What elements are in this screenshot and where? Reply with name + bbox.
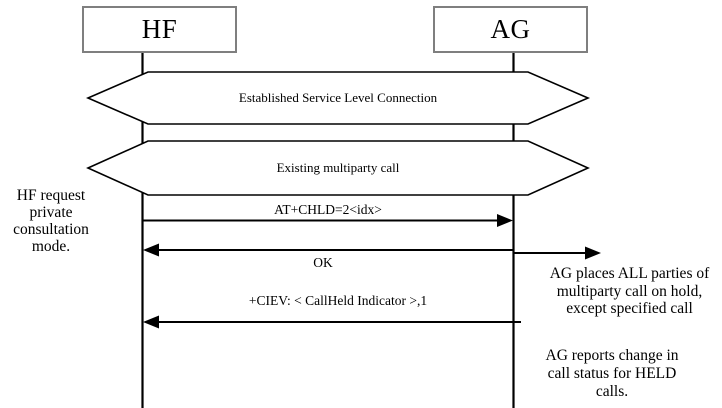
message-label-ok: OK xyxy=(313,255,333,270)
condition-hexagon-slc xyxy=(85,71,591,125)
note-line: private xyxy=(29,204,73,221)
actor-box-ag: AG xyxy=(433,6,588,53)
note-line: call status for HELD xyxy=(547,365,677,382)
note-line: AG reports change in xyxy=(545,347,679,364)
note-line: except specified call xyxy=(566,300,693,317)
actor-box-hf: HF xyxy=(82,6,237,53)
note-ag-hold: AG places ALL parties of multiparty call… xyxy=(537,265,722,318)
note-line: consultation xyxy=(13,221,89,238)
actor-label-hf: HF xyxy=(141,14,178,44)
note-line: multiparty call on hold, xyxy=(556,282,703,300)
note-line: HF request xyxy=(16,187,86,204)
condition-label-slc: Established Service Level Connection xyxy=(238,90,438,105)
note-line: mode. xyxy=(31,238,71,255)
note-hf-request: HF request private consultation mode. xyxy=(0,187,102,255)
message-arrow-ok xyxy=(143,243,513,257)
annotation-arrow-hold xyxy=(514,246,601,260)
message-label-ciev: +CIEV: < CallHeld Indicator >,1 xyxy=(248,293,428,308)
note-line: AG places ALL parties of xyxy=(549,265,710,282)
message-arrow-ciev xyxy=(143,315,521,329)
note-line: calls. xyxy=(595,383,629,400)
condition-label-multiparty: Existing multiparty call xyxy=(276,160,400,175)
message-arrow-chld xyxy=(143,214,513,227)
note-ag-report: AG reports change in call status for HEL… xyxy=(524,347,700,401)
condition-hexagon-multiparty xyxy=(86,140,590,196)
message-label-chld: AT+CHLD=2<idx> xyxy=(274,202,382,217)
actor-label-ag: AG xyxy=(490,14,531,44)
